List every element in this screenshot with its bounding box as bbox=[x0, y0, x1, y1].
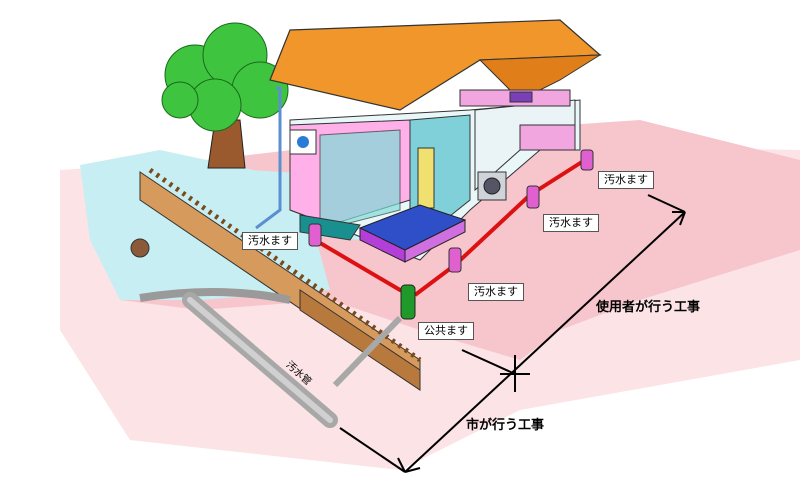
door bbox=[417, 147, 435, 209]
public-basin bbox=[400, 284, 416, 320]
city-work-label: 市が行う工事 bbox=[466, 418, 545, 433]
manhole-icon bbox=[130, 238, 150, 258]
scope-arrows bbox=[339, 194, 686, 473]
downpipe bbox=[255, 86, 282, 230]
sewage-basin-label-left: 汚水ます bbox=[242, 232, 298, 250]
sewer-main-pipe bbox=[139, 287, 403, 428]
road-slab bbox=[139, 167, 422, 391]
tree-icon bbox=[161, 22, 289, 169]
user-work-label: 使用者が行う工事 bbox=[596, 300, 701, 315]
public-basin-label: 公共ます bbox=[418, 322, 474, 340]
sewage-basin-label-right: 汚水ます bbox=[543, 214, 599, 232]
house-icon bbox=[269, 19, 602, 263]
bathtub-icon bbox=[358, 204, 467, 263]
sewage-basin-label-front: 汚水ます bbox=[468, 283, 524, 301]
sewage-basin-label-far-right: 汚水ます bbox=[598, 171, 654, 189]
sewage-basins bbox=[308, 149, 594, 273]
washing-machine-icon bbox=[477, 171, 507, 201]
